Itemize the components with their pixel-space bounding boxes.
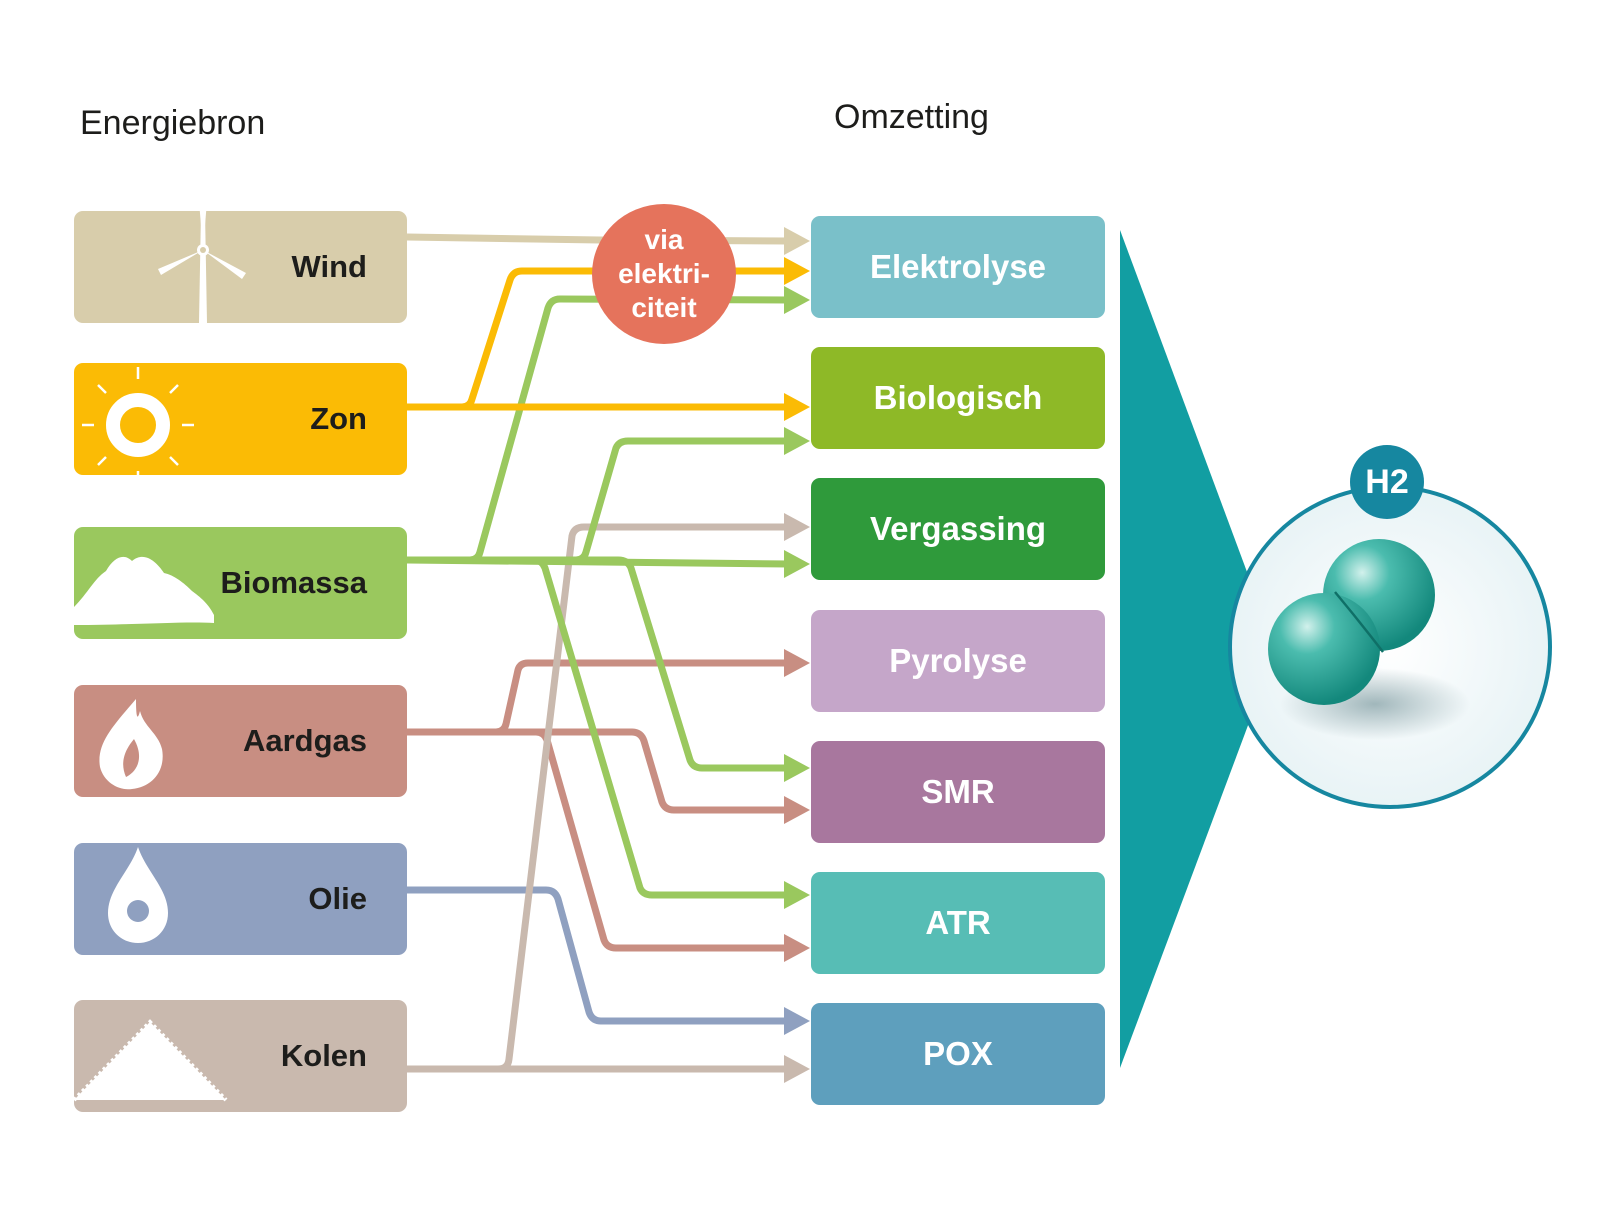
source-aardgas: Aardgas [74, 685, 407, 797]
sun-icon [82, 367, 194, 475]
flow-line-aardgas-pyrolyse [407, 659, 790, 736]
flow-arrowhead-biomassa-biologisch [784, 427, 810, 455]
flow-line-zon-elektrolyse [407, 267, 790, 411]
source-olie: Olie [74, 843, 407, 955]
flow-line-wind-elektrolyse [406, 233, 791, 245]
conversion-pox: POX [811, 1003, 1105, 1105]
conversion-label: Vergassing [869, 510, 1047, 547]
conversion-label: Elektrolyse [869, 248, 1047, 285]
source-label: Kolen [280, 1038, 367, 1073]
conversion-elektrolyse: Elektrolyse [811, 216, 1105, 318]
conversion-label: Biologisch [873, 379, 1043, 416]
source-zon: Zon [74, 363, 407, 475]
flow-arrowhead-biomassa-elektrolyse [784, 286, 810, 314]
source-wind: Wind [74, 211, 407, 323]
flow-arrowhead-biomassa-atr [784, 881, 810, 909]
source-label: Zon [310, 401, 367, 436]
sources-heading: Energiebron [80, 104, 266, 142]
source-label: Wind [291, 249, 367, 284]
flow-arrowhead-zon-biologisch [784, 393, 810, 421]
flow-arrowhead-biomassa-vergassing [784, 550, 810, 578]
source-label: Olie [308, 881, 367, 916]
oil-drop-icon [108, 847, 168, 943]
flow-line-biomassa-elektrolyse [407, 295, 791, 564]
via-line-2: elektri- [618, 258, 710, 289]
flow-arrowhead-aardgas-atr [784, 934, 810, 962]
flow-line-biomassa-atr [407, 556, 790, 899]
hydrogen-molecule-icon [1228, 485, 1552, 809]
conversion-vergassing: Vergassing [811, 478, 1105, 580]
conversion-label: POX [923, 1035, 993, 1072]
conversion-label: Pyrolyse [889, 642, 1027, 679]
flow-arrowhead-kolen-vergassing [784, 513, 810, 541]
conversion-smr: SMR [811, 741, 1105, 843]
source-kolen: Kolen [74, 1000, 407, 1112]
flow-line-olie-pox [407, 886, 790, 1025]
via-line-3: citeit [631, 292, 697, 323]
flow-arrowhead-biomassa-smr [784, 754, 810, 782]
source-biomassa: Biomassa [74, 527, 407, 639]
flow-arrowhead-wind-elektrolyse [784, 227, 810, 255]
h2-badge: H2 [1350, 445, 1424, 519]
conversion-label: SMR [921, 773, 995, 810]
conversion-biologisch: Biologisch [811, 347, 1105, 449]
flow-line-biomassa-biologisch [407, 437, 790, 564]
via-line-1: via [644, 224, 684, 255]
flow-line-aardgas-atr [407, 728, 790, 952]
biomass-pile-icon [74, 556, 214, 625]
via-electricity-badge: via elektri- citeit [592, 204, 736, 344]
flow-arrowhead-olie-pox [784, 1007, 810, 1035]
flame-icon [99, 699, 163, 790]
source-label: Biomassa [220, 565, 367, 600]
flow-arrowhead-zon-elektrolyse [784, 257, 810, 285]
flow-line-kolen-vergassing [407, 523, 790, 1073]
conversion-atr: ATR [811, 872, 1105, 974]
conversion-pyrolyse: Pyrolyse [811, 610, 1105, 712]
conversion-label: ATR [925, 904, 991, 941]
source-label: Aardgas [242, 723, 367, 758]
flow-arrowhead-aardgas-pyrolyse [784, 649, 810, 677]
flow-arrowhead-kolen-pox [784, 1055, 810, 1083]
flow-line-aardgas-smr [407, 728, 790, 814]
wind-turbine-icon [158, 211, 246, 323]
conversion-heading: Omzetting [834, 98, 989, 136]
coal-pile-icon [74, 1019, 228, 1102]
funnel-arrow [1120, 230, 1250, 1068]
flow-arrowhead-aardgas-smr [784, 796, 810, 824]
